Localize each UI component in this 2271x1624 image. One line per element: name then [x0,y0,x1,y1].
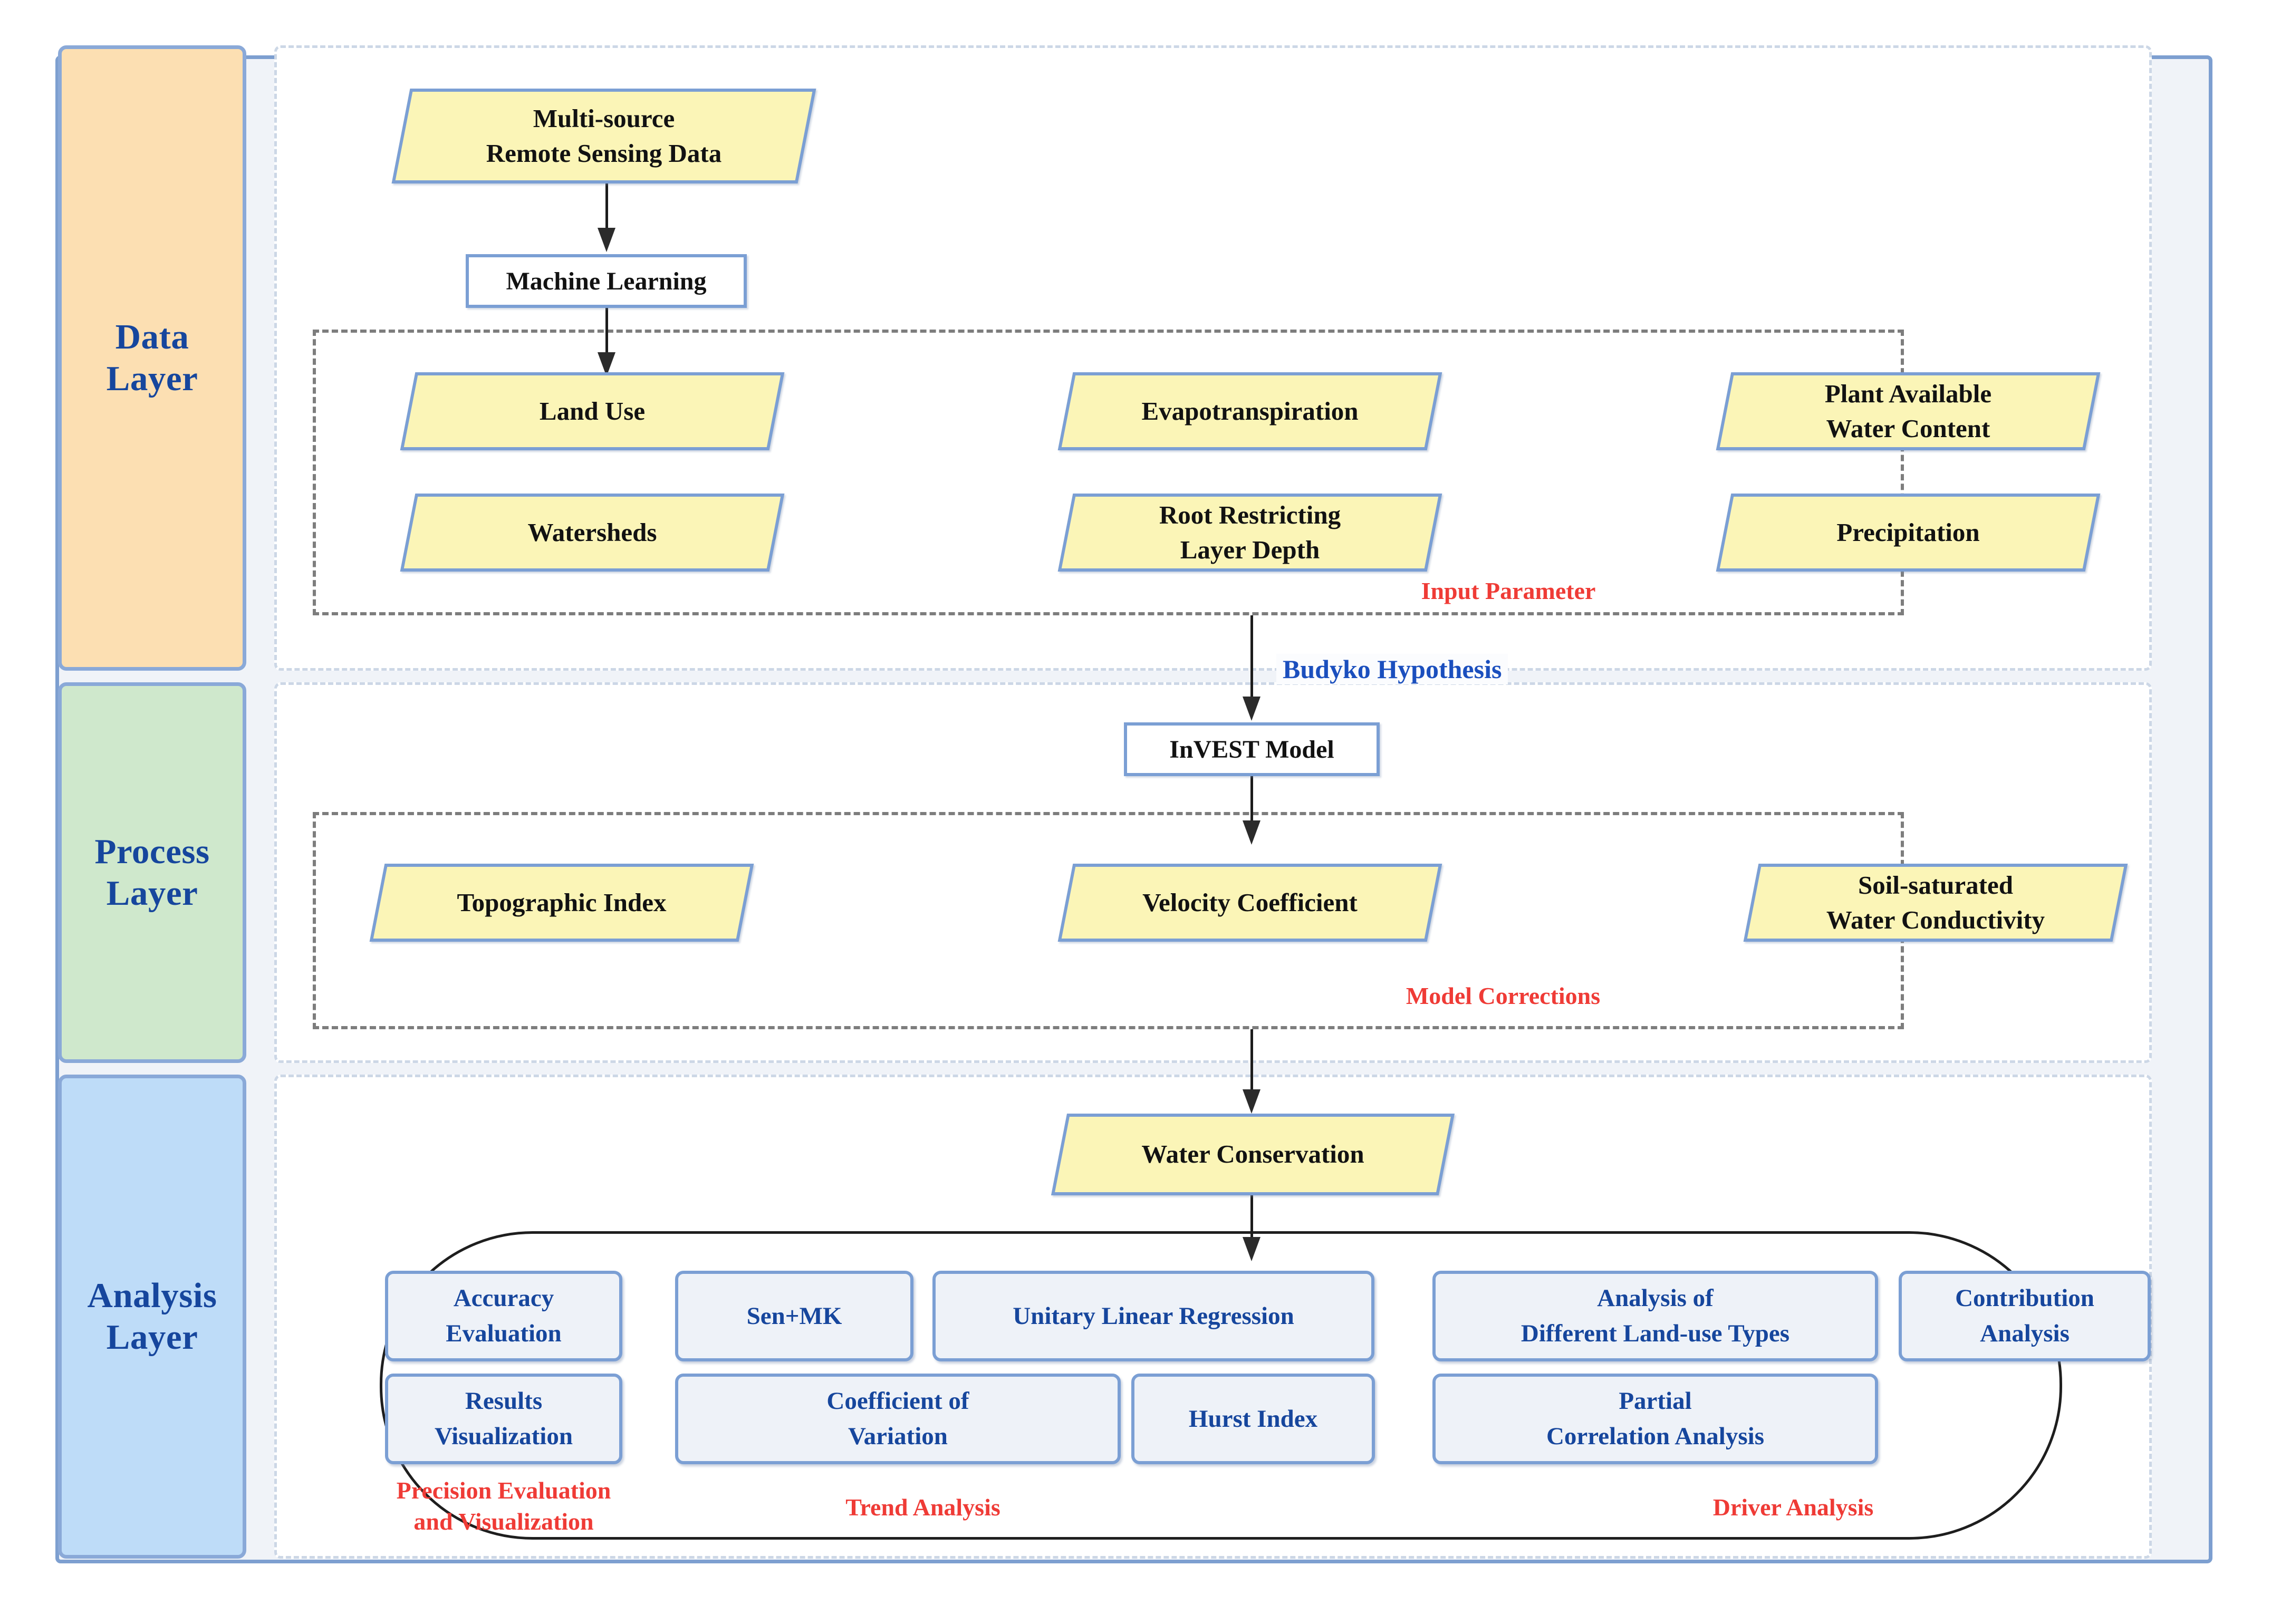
node-land-use[interactable]: Land Use [400,372,785,450]
arrow-stem [1250,1029,1253,1090]
analysis-methods-container [380,1231,2062,1540]
arrow-stem [1250,1195,1253,1238]
group-input-parameter [313,330,1904,615]
node-evapotranspiration[interactable]: Evapotranspiration [1057,372,1442,450]
arrow-head-icon [1243,820,1260,845]
arrow-head-icon [1243,1089,1260,1114]
arrow-process-to-water-conservation [1241,1029,1262,1114]
caption-trend-analysis: Trend Analysis [845,1494,1000,1521]
method-sen-mk[interactable]: Sen+MK [675,1271,913,1361]
arrow-water-conservation-to-methods [1241,1195,1262,1261]
arrow-machine-learning-to-land-use [596,308,617,376]
arrow-stem [605,183,608,229]
arrow-source-to-machine-learning [596,183,617,252]
arrow-data-to-invest-model [1241,615,1262,721]
node-invest-model[interactable]: InVEST Model [1124,722,1380,776]
arrow-stem [605,308,608,353]
node-label: Watersheds [527,517,657,547]
node-label: Water Conservation [1141,1139,1364,1169]
arrow-head-icon [1243,697,1260,721]
node-precipitation[interactable]: Precipitation [1716,494,2101,572]
arrow-stem [1250,615,1253,698]
node-topographic-index[interactable]: Topographic Index [369,864,754,942]
node-machine-learning[interactable]: Machine Learning [466,254,747,308]
node-label: Precipitation [1836,517,1980,547]
node-label: Machine Learning [506,267,707,295]
method-hurst-index[interactable]: Hurst Index [1131,1374,1375,1464]
arrow-head-icon [1243,1237,1260,1261]
node-label: Land Use [539,396,646,426]
caption-driver-analysis: Driver Analysis [1712,1494,1874,1521]
arrow-head-icon [598,228,615,252]
method-label: Unitary Linear Regression [1013,1302,1294,1330]
node-label: InVEST Model [1169,735,1334,763]
method-label: Hurst Index [1188,1405,1318,1433]
node-label: Evapotranspiration [1141,396,1359,426]
edge-label-budyko-hypothesis: Budyko Hypothesis [1276,654,1508,684]
arrow-invest-model-to-corrections [1241,776,1262,845]
node-label: Velocity Coefficient [1142,887,1358,917]
caption-model-corrections: Model Corrections [1406,982,1601,1009]
node-watersheds[interactable]: Watersheds [400,494,785,572]
node-water-conservation[interactable]: Water Conservation [1051,1114,1455,1195]
method-label: Sen+MK [746,1302,842,1330]
node-velocity-coefficient[interactable]: Velocity Coefficient [1057,864,1442,942]
method-unitary-linear-regression[interactable]: Unitary Linear Regression [932,1271,1374,1361]
caption-input-parameter: Input Parameter [1421,577,1596,604]
arrow-stem [1250,776,1253,821]
node-label: Topographic Index [457,887,667,917]
